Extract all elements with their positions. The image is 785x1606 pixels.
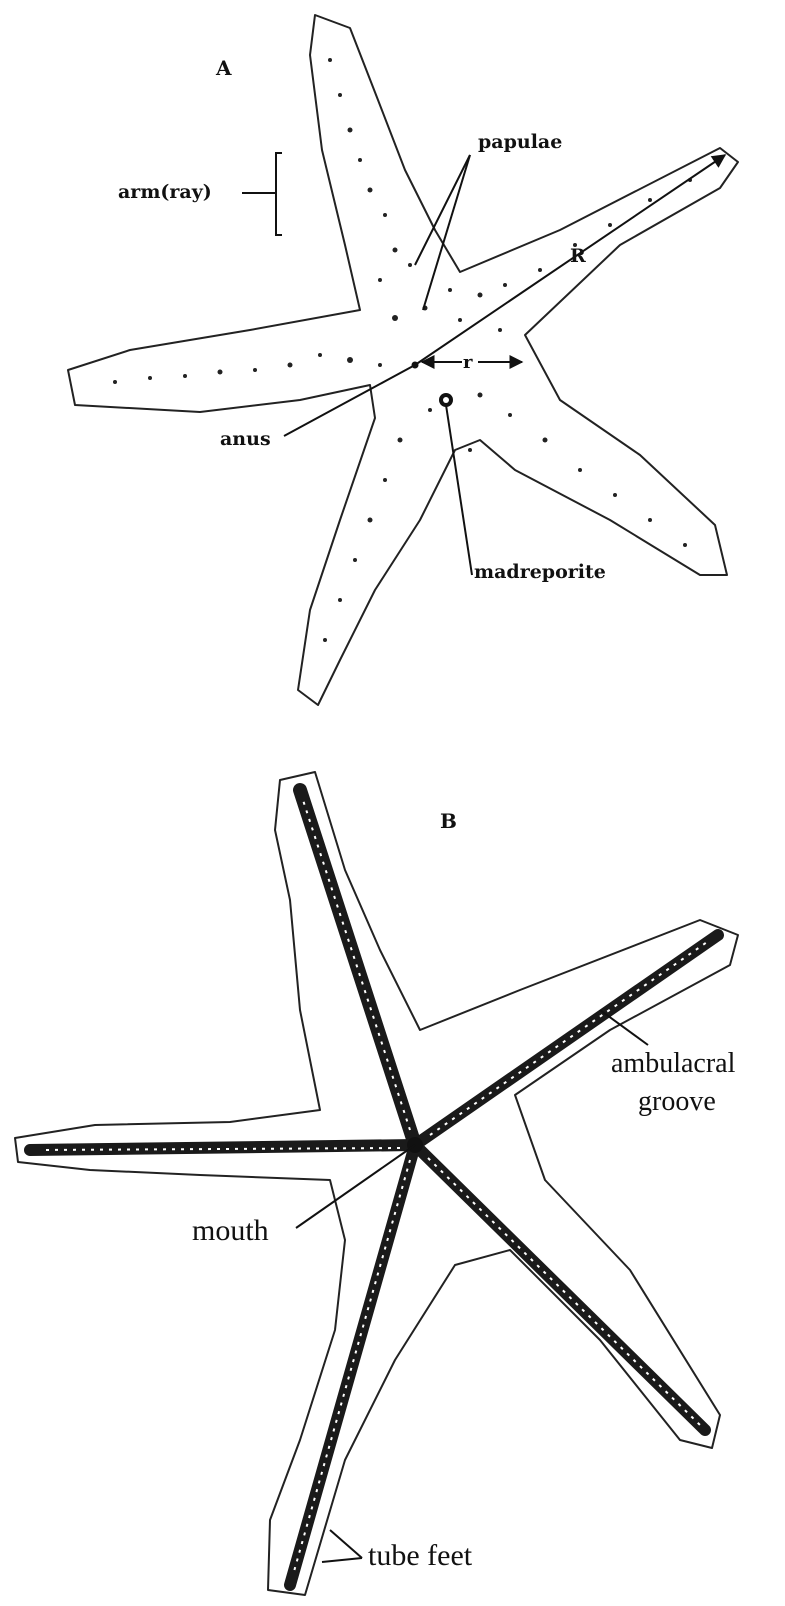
anus-label: anus <box>220 428 271 450</box>
ambulacral-label-line-2: groove <box>638 1086 716 1117</box>
panel-b: B mouth ambulacral groove tube feet <box>15 772 738 1595</box>
aboral-starfish-body <box>68 15 738 705</box>
mouth-label: mouth <box>192 1214 269 1247</box>
panel-a-letter: A <box>215 56 232 80</box>
arm-ray-bracket <box>276 153 282 235</box>
small-radius-label: r <box>463 352 473 373</box>
madreporite-label: madreporite <box>474 561 606 583</box>
panel-b-letter: B <box>440 809 457 833</box>
oral-starfish-body <box>15 772 738 1595</box>
panel-a: A papulae arm(ray) <box>68 15 738 705</box>
tube-feet-leader-1 <box>330 1530 362 1558</box>
papulae-label: papulae <box>478 131 562 153</box>
tube-feet-label: tube feet <box>368 1539 473 1572</box>
madreporite-disc-center <box>443 397 449 403</box>
groove-arm-left <box>30 1145 415 1150</box>
arm-ray-label: arm(ray) <box>118 181 212 203</box>
groove-arm-lower-right <box>415 1145 705 1430</box>
ambulacral-label-line-1: ambulacral <box>611 1048 736 1079</box>
big-radius-label: R <box>570 245 586 267</box>
tube-feet-leader-2 <box>322 1558 362 1562</box>
